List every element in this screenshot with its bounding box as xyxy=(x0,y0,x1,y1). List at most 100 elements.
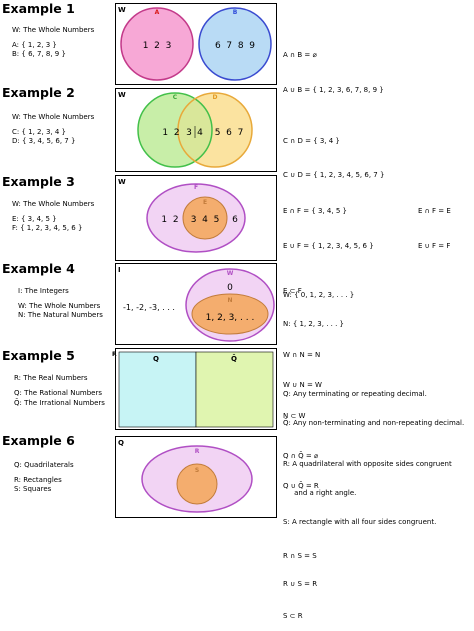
example-3-results-right: E ∩ F = E E ∪ F = F xyxy=(418,188,451,261)
definition: E: { 3, 4, 5 } xyxy=(12,214,57,223)
region-d-only-elements: 5 6 7 xyxy=(215,128,244,138)
example-2-venn-diagram: W C D 1 2 3 4 5 6 7 xyxy=(115,88,277,172)
result: C ∪ D = { 1, 2, 3, 4, 5, 6, 7 } xyxy=(283,170,385,179)
example-3-definitions: W: The Whole Numbers E: { 3, 4, 5 } F: {… xyxy=(12,200,94,234)
result: E ∩ F = { 3, 4, 5 } xyxy=(283,207,347,215)
result: Q: Any terminating or repeating decimal. xyxy=(283,390,427,398)
definition: B: { 6, 7, 8, 9 } xyxy=(12,50,66,58)
result: E ∪ F = { 1, 2, 3, 4, 5, 6 } xyxy=(283,241,374,250)
example-1-definitions: W: The Whole Numbers A: { 1, 2, 3 } B: {… xyxy=(12,26,94,60)
result: R ∪ S = R xyxy=(283,580,318,588)
result: E ⊂ F xyxy=(283,287,302,295)
set-e-label: E xyxy=(203,199,207,206)
result: and a right angle. xyxy=(283,488,357,497)
example-4-title: Example 4 xyxy=(2,261,75,276)
set-b-circle xyxy=(198,7,272,81)
set-a-label: A xyxy=(155,9,160,16)
example-4-results: W: { 0, 1, 2, 3, . . . } N: { 1, 2, 3, .… xyxy=(283,272,354,431)
rational-region xyxy=(118,351,197,428)
region-e-elements: 3 4 5 xyxy=(191,215,220,225)
squares-circle xyxy=(176,463,218,505)
definition: R: The Real Numbers xyxy=(14,374,88,382)
example-6-results: R: A quadrilateral with opposite sides c… xyxy=(283,441,452,631)
example-5-title: Example 5 xyxy=(2,348,75,363)
rational-label: Q xyxy=(153,355,159,363)
result: Q ∩ Q̄ = ⌀ xyxy=(283,452,319,460)
set-d-label: D xyxy=(213,94,218,101)
definition: I: The Integers xyxy=(18,287,69,295)
definition: D: { 3, 4, 5, 6, 7 } xyxy=(12,137,76,145)
natural-elements: 1, 2, 3, . . . xyxy=(206,313,255,323)
result: C ∩ D = { 3, 4 } xyxy=(283,137,340,145)
example-3-venn-diagram: W F E 1 2 3 4 5 6 xyxy=(115,175,277,261)
set-w-label: W xyxy=(227,270,234,277)
example-2-definitions: W: The Whole Numbers C: { 1, 2, 3, 4 } D… xyxy=(12,113,94,147)
universe-label: Q xyxy=(118,439,124,447)
universe-label: R xyxy=(112,351,117,358)
result: R: A quadrilateral with opposite sides c… xyxy=(283,460,452,468)
example-2-results: C ∩ D = { 3, 4 } C ∪ D = { 1, 2, 3, 4, 5… xyxy=(283,118,384,190)
definition: Q: The Rational Numbers xyxy=(14,388,102,397)
example-5-definitions: R: The Real Numbers Q: The Rational Numb… xyxy=(14,374,105,409)
squares-label: S xyxy=(195,467,199,474)
region-f-only-element: 6 xyxy=(232,215,238,225)
set-b-label: B xyxy=(233,9,238,16)
set-c-outline xyxy=(137,92,213,168)
result: W ∩ N = N xyxy=(283,351,321,359)
result: N: { 1, 2, 3, . . . } xyxy=(283,319,345,328)
definition: W: The Whole Numbers xyxy=(12,26,95,34)
whole-only-element: 0 xyxy=(227,283,233,293)
result: W: { 0, 1, 2, 3, . . . } xyxy=(283,291,355,299)
definition: Q: Quadrilaterals xyxy=(14,461,74,469)
example-3-results: E ∩ F = { 3, 4, 5 } E ∪ F = { 1, 2, 3, 4… xyxy=(283,188,374,306)
example-5-results: Q: Any terminating or repeating decimal.… xyxy=(283,371,464,501)
result: S: A rectangle with all four sides congr… xyxy=(283,518,437,526)
result: S ⊂ R xyxy=(283,611,303,620)
example-3-title: Example 3 xyxy=(2,174,75,189)
example-2-title: Example 2 xyxy=(2,85,75,100)
example-4-venn-diagram: I W N -1, -2, -3, . . . 0 1, 2, 3, . . . xyxy=(115,263,277,345)
result: A ∩ B = ⌀ xyxy=(283,51,317,59)
set-f-label: F xyxy=(194,184,198,191)
universe-label: W xyxy=(118,91,126,99)
result: N ⊂ W xyxy=(283,412,306,420)
result: Q ∪ Q̄ = R xyxy=(283,481,319,490)
set-n-ellipse xyxy=(191,293,269,335)
result: R ∩ S = S xyxy=(283,551,317,560)
definition: W: The Whole Numbers xyxy=(12,113,95,121)
definition: S: Squares xyxy=(14,485,52,493)
intersection-region xyxy=(178,93,212,167)
definition: F: { 1, 2, 3, 4, 5, 6 } xyxy=(12,224,83,232)
result: Q̄: Any non-terminating and non-repeatin… xyxy=(283,418,465,427)
irrational-region xyxy=(195,351,274,428)
region-c-only-elements: 1 2 xyxy=(162,128,179,138)
region-f-only-elements: 1 2 xyxy=(161,215,178,225)
example-4-definitions: I: The Integers W: The Whole Numbers N: … xyxy=(18,287,103,321)
example-6-definitions: Q: Quadrilaterals R: Rectangles S: Squar… xyxy=(14,461,74,495)
set-n-label: N xyxy=(227,297,232,304)
set-c-label: C xyxy=(173,94,178,101)
irrational-label: Q̄ xyxy=(231,354,237,363)
universe-label: W xyxy=(118,6,126,14)
region-a-elements: 1 2 3 xyxy=(143,41,172,51)
definition: A: { 1, 2, 3 } xyxy=(12,40,57,49)
example-6-venn-diagram: Q R S xyxy=(115,436,277,518)
definition: N: The Natural Numbers xyxy=(18,311,103,319)
result: A ∪ B = { 1, 2, 3, 6, 7, 8, 9 } xyxy=(283,85,384,94)
example-1-title: Example 1 xyxy=(2,1,75,16)
universe-label: I xyxy=(118,266,121,274)
intersection-element: 3 xyxy=(186,128,192,138)
result: E ∩ F = E xyxy=(418,207,451,215)
definition: Q̄: The Irrational Numbers xyxy=(14,399,105,407)
integers-only-elements: -1, -2, -3, . . . xyxy=(123,303,175,312)
set-e-ellipse xyxy=(182,196,228,240)
universe-label: W xyxy=(118,178,126,186)
result: W ∪ N = W xyxy=(283,380,322,389)
example-1-venn-diagram: W A B 1 2 3 6 7 8 9 xyxy=(115,3,277,85)
intersection-element: 4 xyxy=(197,128,203,138)
set-d-outline xyxy=(177,92,253,168)
result: E ∪ F = F xyxy=(418,241,451,250)
example-5-venn-diagram: R Q Q̄ xyxy=(112,348,277,430)
example-6-title: Example 6 xyxy=(2,433,75,448)
example-1-results: A ∩ B = ⌀ A ∪ B = { 1, 2, 3, 6, 7, 8, 9 … xyxy=(283,32,384,105)
